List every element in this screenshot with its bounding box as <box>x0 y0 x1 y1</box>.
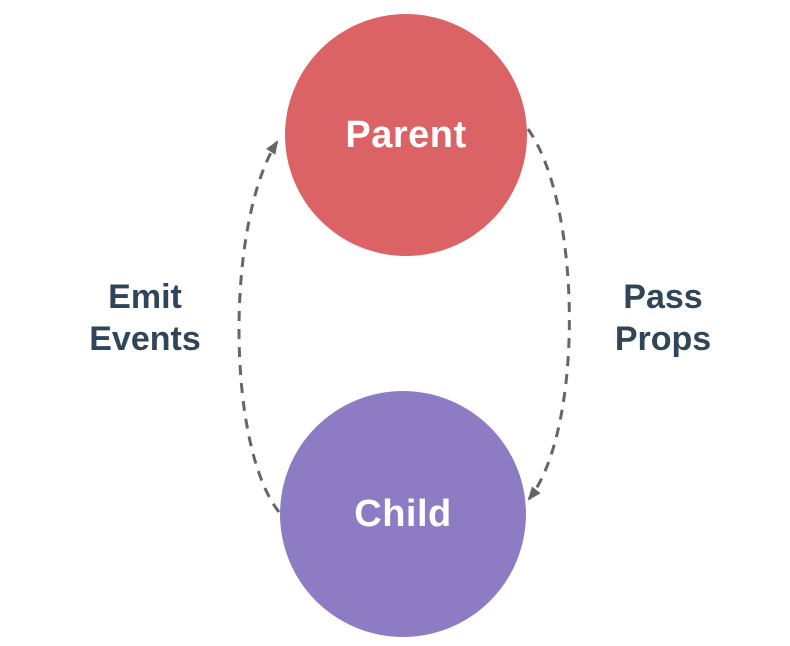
node-child: Child <box>280 391 526 637</box>
node-parent: Parent <box>285 14 527 256</box>
node-parent-label: Parent <box>345 113 467 156</box>
emit-events-label: Emit Events <box>89 278 201 359</box>
node-child-label: Child <box>354 492 452 535</box>
pass-props-label: Pass Props <box>614 278 712 359</box>
pass-props-arrow <box>526 128 571 501</box>
emit-events-arrow <box>237 140 281 513</box>
